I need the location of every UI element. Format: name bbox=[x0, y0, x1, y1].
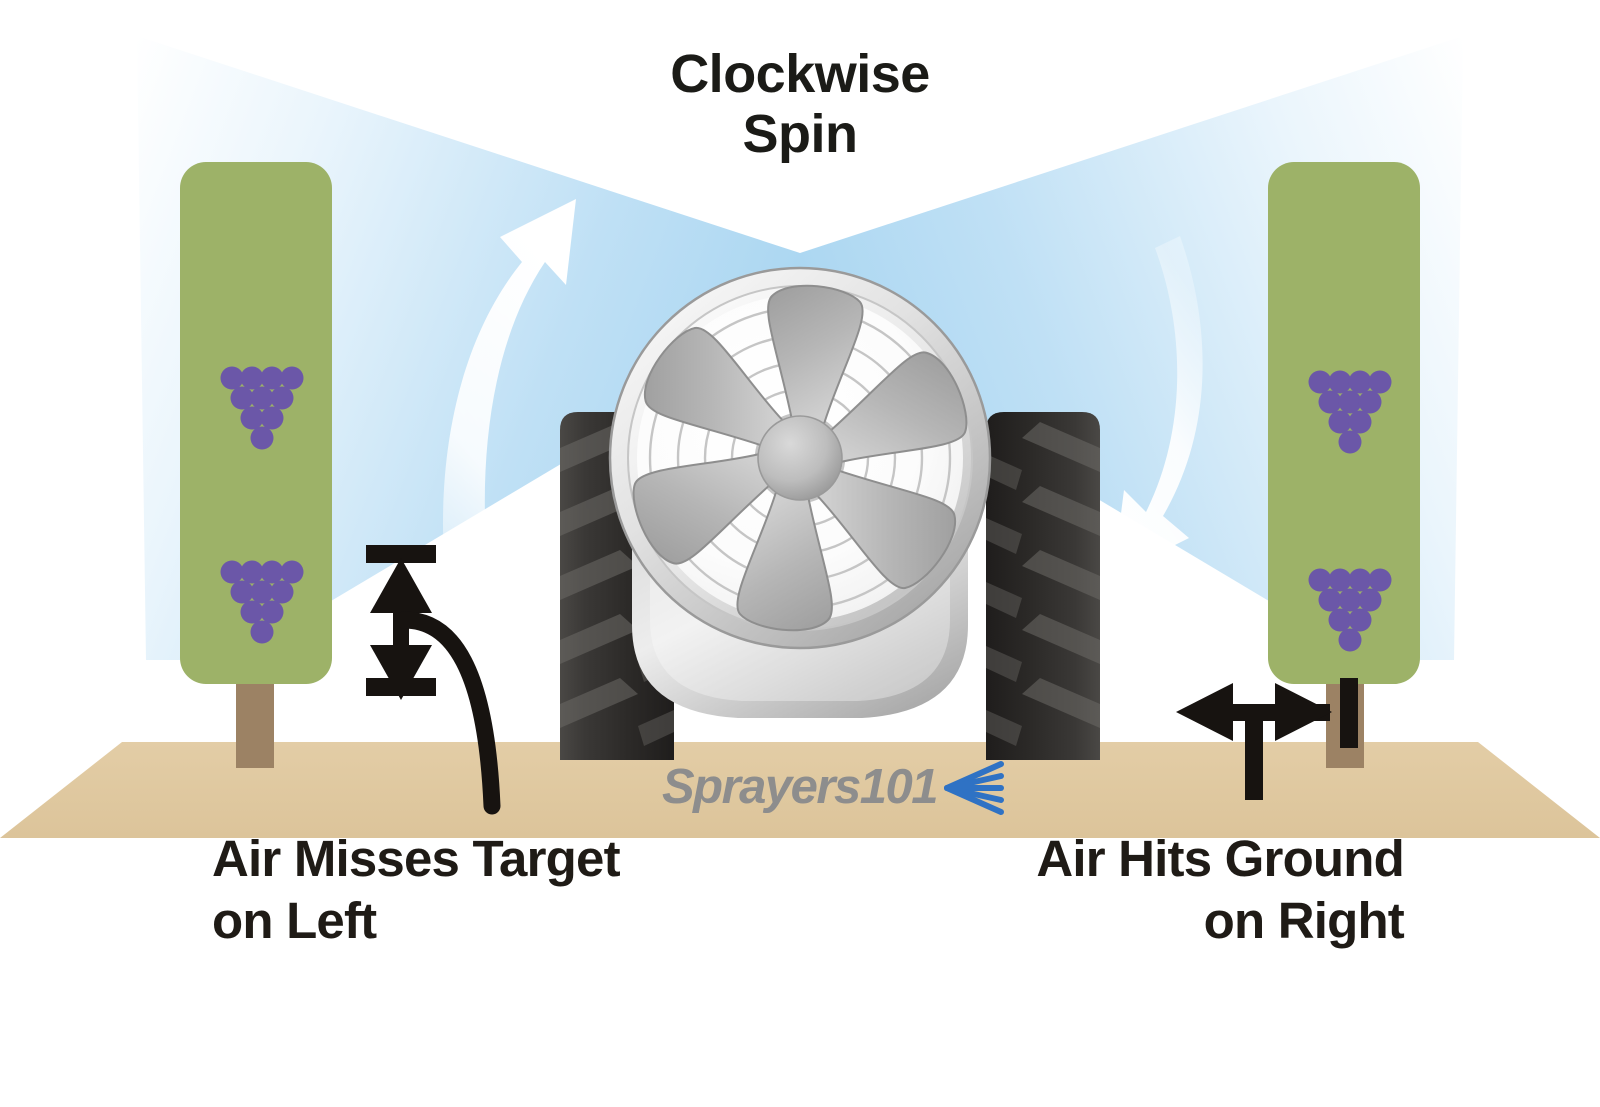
curved-arrow-down-icon bbox=[1113, 236, 1203, 576]
caption-left-line-2: on Left bbox=[212, 892, 377, 950]
caption-left: Air Misses Target on Left bbox=[212, 828, 832, 952]
sprayers101-logo[interactable]: Sprayers101 bbox=[662, 758, 1005, 816]
logo-wordmark: Sprayers101 bbox=[662, 760, 939, 814]
spray-fan-icon bbox=[944, 761, 1005, 815]
curved-arrow-up-icon bbox=[442, 199, 576, 595]
grape-cluster bbox=[220, 560, 304, 644]
vine-canopy-left bbox=[180, 162, 332, 768]
caption-right-line-1: Air Hits Ground bbox=[1036, 830, 1404, 887]
spray-trajectory-curve bbox=[395, 611, 501, 815]
caption-right-line-2: on Right bbox=[1203, 892, 1405, 950]
horizontal-gap-measure bbox=[1176, 678, 1358, 800]
axial-fan bbox=[608, 266, 992, 718]
grape-cluster bbox=[1308, 370, 1392, 454]
vine-canopy-right bbox=[1268, 162, 1420, 768]
ground-surface bbox=[0, 742, 1600, 838]
fan-hub bbox=[757, 415, 843, 501]
grape-cluster bbox=[1308, 568, 1392, 652]
fan-blades bbox=[632, 284, 968, 632]
tire-right bbox=[986, 412, 1100, 760]
caption-left-line-1: Air Misses Target bbox=[212, 830, 621, 887]
caption-right: Air Hits Ground on Right bbox=[784, 828, 1404, 952]
grape-cluster bbox=[220, 366, 304, 450]
